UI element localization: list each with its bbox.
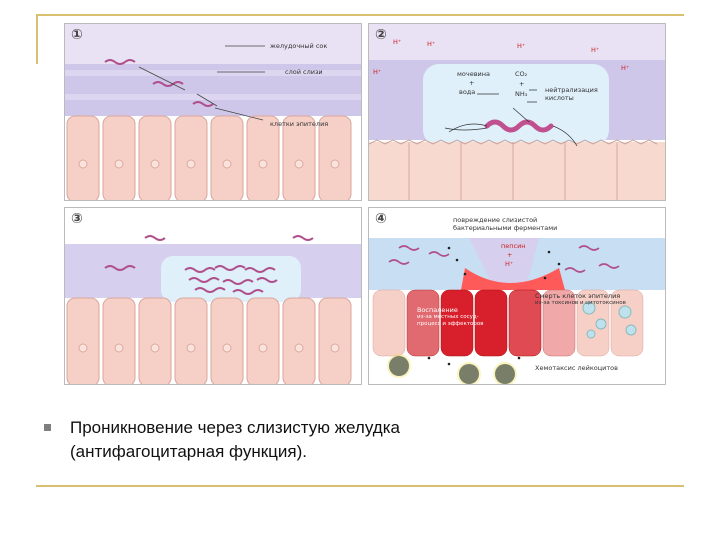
pathogenesis-figure: ① желудочный сок слой слизи клетки эпите… [64,23,666,385]
inflammation-sub-label: из-за местных сосуд- [417,314,479,320]
epithelial-cells-label: клетки эпителия [270,120,329,128]
panel-3-number: ③ [71,211,83,227]
h-ion-label: H⁺ [517,42,526,50]
chemotaxis-label: Хемотаксис лейкоцитов [535,364,618,372]
slide-caption: Проникновение через слизистую желудка (а… [70,416,630,464]
caption-line-1: Проникновение через слизистую желудка [70,418,400,437]
cell-death-label: Смерть клеток эпителия [535,292,621,300]
pepsin-label: пепсин [501,242,526,250]
panel-2-illustration [369,24,665,200]
panel-4-number: ④ [375,211,387,227]
damage-label: повреждение слизистой бактериальными фер… [453,216,558,232]
frame-top-line [36,14,684,16]
neutralization-label: нейтрализация кислоты [545,86,598,102]
panel-1-number: ① [71,27,83,43]
panel-2-number: ② [375,27,387,43]
water-label: вода [459,88,476,96]
h-ion-label: H⁺ [427,40,436,48]
bullet-marker [44,424,51,431]
panel-3-illustration [65,208,361,384]
panel-1: ① желудочный сок слой слизи клетки эпите… [64,23,362,201]
panel-3: ③ [64,207,362,385]
cell-death-sub-label: из-за токсинов и цитотоксинов [535,300,626,306]
plus-label: + [507,251,513,259]
urea-label: мочевина [457,70,491,78]
inflammation-sub-label: процесс и эффекторов [417,321,484,327]
mucus-layer-label: слой слизи [285,68,323,76]
panel-2: ② H⁺ H⁺ H⁺ H⁺ H⁺ H⁺ мочевина + вода CO₂ … [368,23,666,201]
panel-1-illustration [65,24,361,200]
h-ion-label: H⁺ [373,68,382,76]
h-ion-label: H⁺ [505,260,514,268]
panel-4: ④ повреждение слизистой бактериальными ф… [368,207,666,385]
plus-label: + [519,80,525,88]
inflammation-label: Воспаление [417,306,458,314]
frame-bottom-line [36,485,684,487]
panel-4-illustration [369,208,665,384]
caption-line-2: (антифагоцитарная функция). [70,442,307,461]
h-ion-label: H⁺ [591,46,600,54]
co2-label: CO₂ [515,70,528,78]
h-ion-label: H⁺ [393,38,402,46]
gastric-juice-label: желудочный сок [270,42,328,50]
h-ion-label: H⁺ [621,64,630,72]
frame-left-line [36,14,38,64]
plus-label: + [469,79,475,87]
nh3-label: NH₃ [515,90,528,98]
